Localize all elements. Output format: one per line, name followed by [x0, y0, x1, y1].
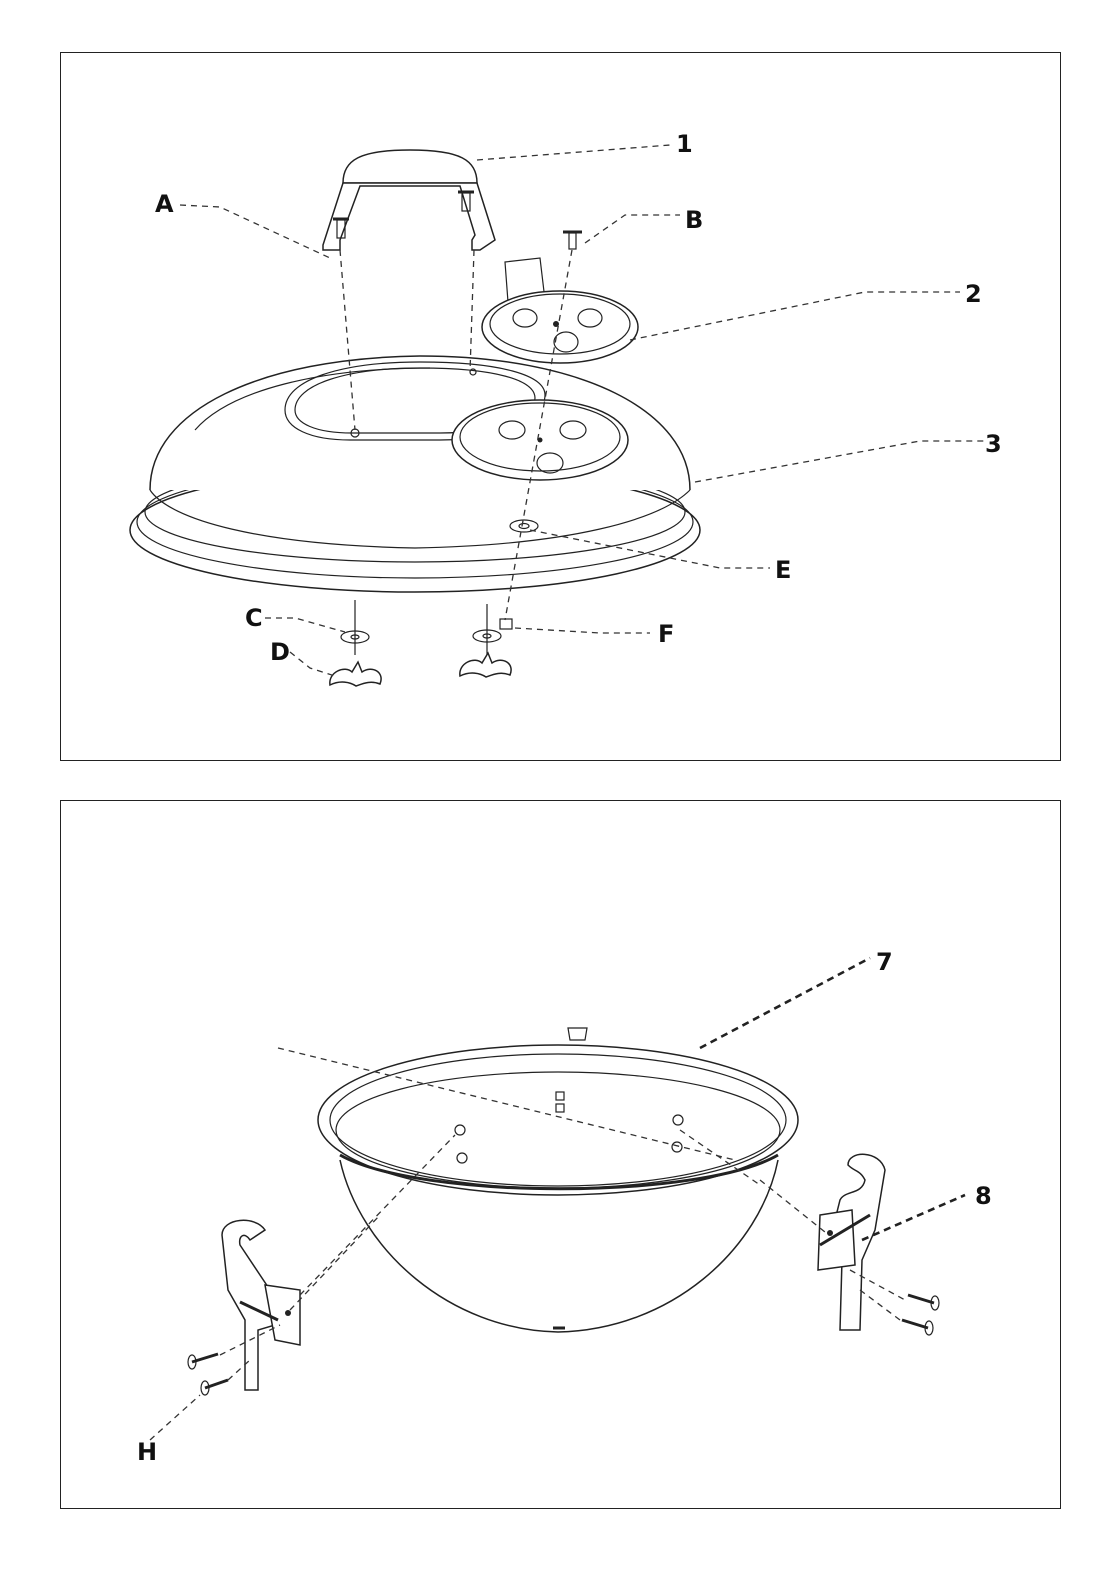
bottom-assembly-panel — [60, 800, 1061, 1509]
label-part-d: D — [270, 638, 290, 666]
label-part-f: F — [658, 620, 674, 648]
handle-part-1 — [323, 150, 495, 250]
fasteners — [330, 619, 512, 686]
label-part-b: B — [685, 206, 703, 234]
vent-plate-part-2 — [482, 232, 638, 363]
label-part-1: 1 — [676, 130, 693, 158]
label-part-2: 2 — [965, 280, 982, 308]
label-part-a: A — [155, 190, 174, 218]
label-part-3: 3 — [985, 430, 1002, 458]
lid-assembly-drawing: 1 A B 2 3 E C F D — [130, 130, 1002, 686]
label-part-c: C — [245, 604, 263, 632]
lid-part-3 — [130, 356, 700, 592]
label-part-e: E — [775, 556, 791, 584]
